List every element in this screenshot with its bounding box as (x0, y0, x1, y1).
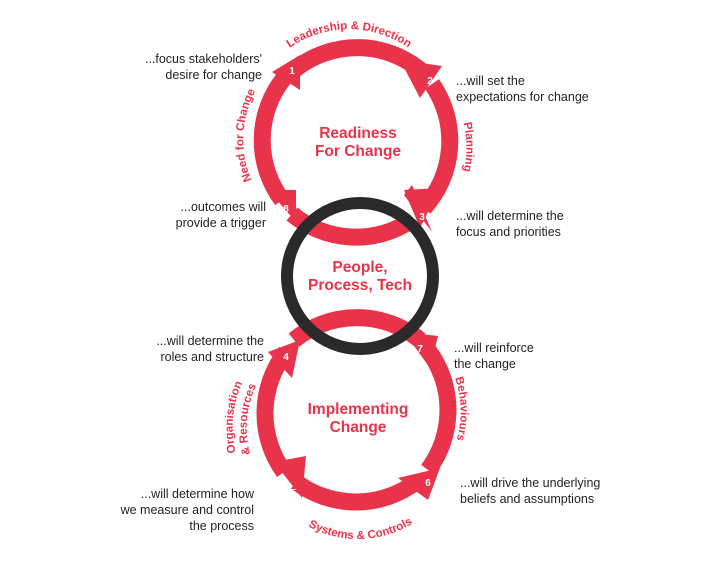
arc-label-systems-controls: Systems & Controls (307, 516, 415, 542)
arc-label-planning: Planning (461, 121, 476, 173)
step-1-description: ...focus stakeholders' desire for change (144, 52, 262, 82)
center-title-line2: Process, Tech (308, 277, 412, 294)
arrow-head (398, 468, 440, 500)
bottom-cycle-title-line1: Implementing (308, 401, 409, 418)
step-number-1: 1 (289, 66, 295, 77)
step-number-5: 5 (291, 488, 297, 499)
step-number-2: 2 (427, 76, 433, 87)
step-4-description: ...will determine the roles and structur… (156, 334, 264, 364)
arrow-head (268, 340, 300, 378)
step-8-description: ...outcomes will provide a trigger (175, 200, 266, 230)
top-cycle-title-line2: For Change (315, 143, 401, 160)
step-7-description: ...will reinforce the change (454, 341, 534, 371)
arrow-head (268, 190, 296, 222)
center-ring (281, 197, 439, 355)
step-number-4: 4 (283, 352, 289, 363)
top-cycle-ring (253, 39, 459, 246)
step-5-description: ...will determine how we measure and con… (120, 487, 254, 533)
arrow-head (400, 60, 442, 98)
step-number-6: 6 (425, 478, 431, 489)
step-number-8: 8 (283, 204, 289, 215)
top-cycle-title-line1: Readiness (319, 125, 397, 142)
step-6-description: ...will drive the underlying beliefs and… (460, 476, 601, 506)
center-title-line1: People, (332, 259, 387, 276)
step-3-description: ...will determine the focus and prioriti… (456, 209, 564, 239)
arrow-head (274, 456, 306, 498)
arrow-head (404, 332, 438, 368)
bottom-cycle-title-line2: Change (330, 419, 387, 436)
step-number-3: 3 (419, 212, 425, 223)
step-number-7: 7 (417, 344, 423, 355)
arrow-head (272, 55, 300, 90)
step-2-description: ...will set the expectations for change (456, 74, 589, 104)
